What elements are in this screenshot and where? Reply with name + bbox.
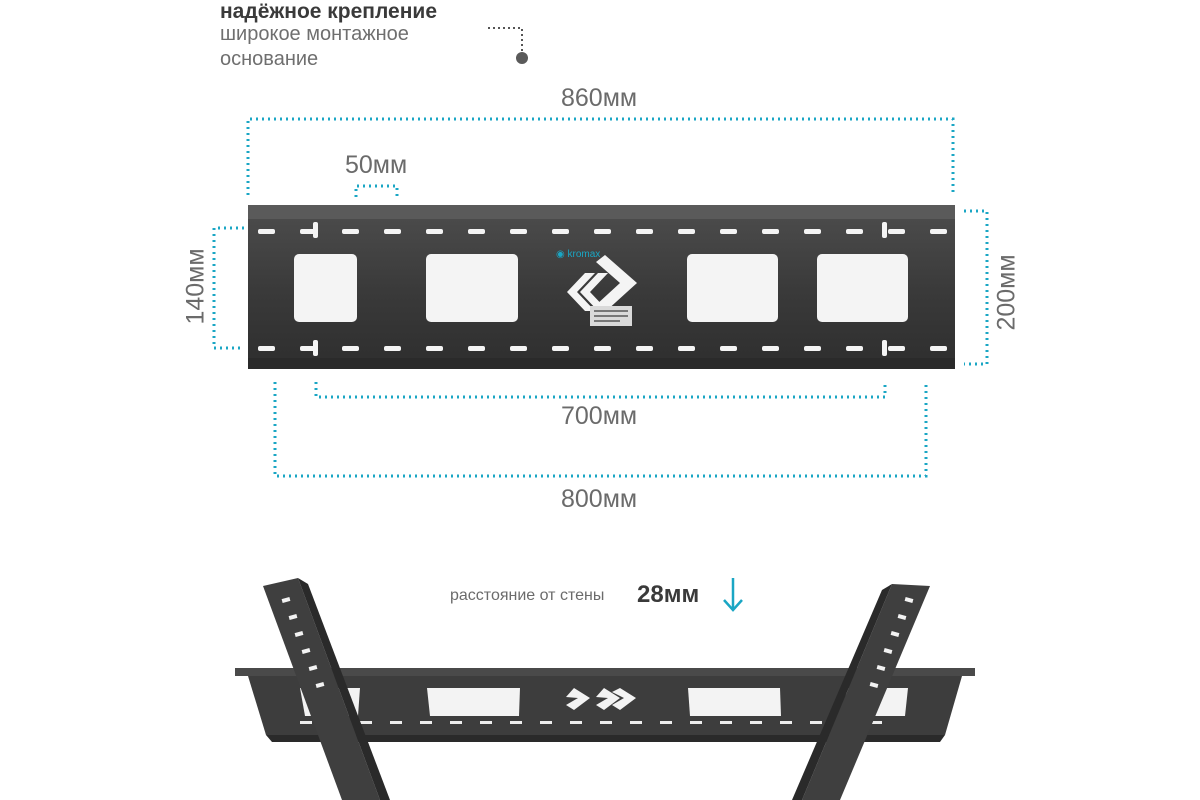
wall-distance-label: расстояние от стены: [450, 587, 605, 604]
feature-title: надёжное крепление: [220, 0, 438, 23]
dim-slot-pitch: 50мм: [345, 151, 408, 179]
feature-subtitle-line2: основание: [220, 48, 319, 70]
brand-logo-icon: ◉: [556, 249, 568, 260]
feature-subtitle-line1: широкое монтажное: [220, 23, 409, 45]
dim-hole-spacing-outer: 800мм: [561, 485, 638, 513]
brand-logo-text: kromax: [567, 249, 601, 260]
dim-hole-spacing-inner: 700мм: [561, 402, 638, 430]
brand-logo: ◉ kromax: [556, 249, 600, 260]
dim-overall-width: 860мм: [561, 84, 638, 112]
wall-distance-value: 28мм: [637, 581, 700, 608]
